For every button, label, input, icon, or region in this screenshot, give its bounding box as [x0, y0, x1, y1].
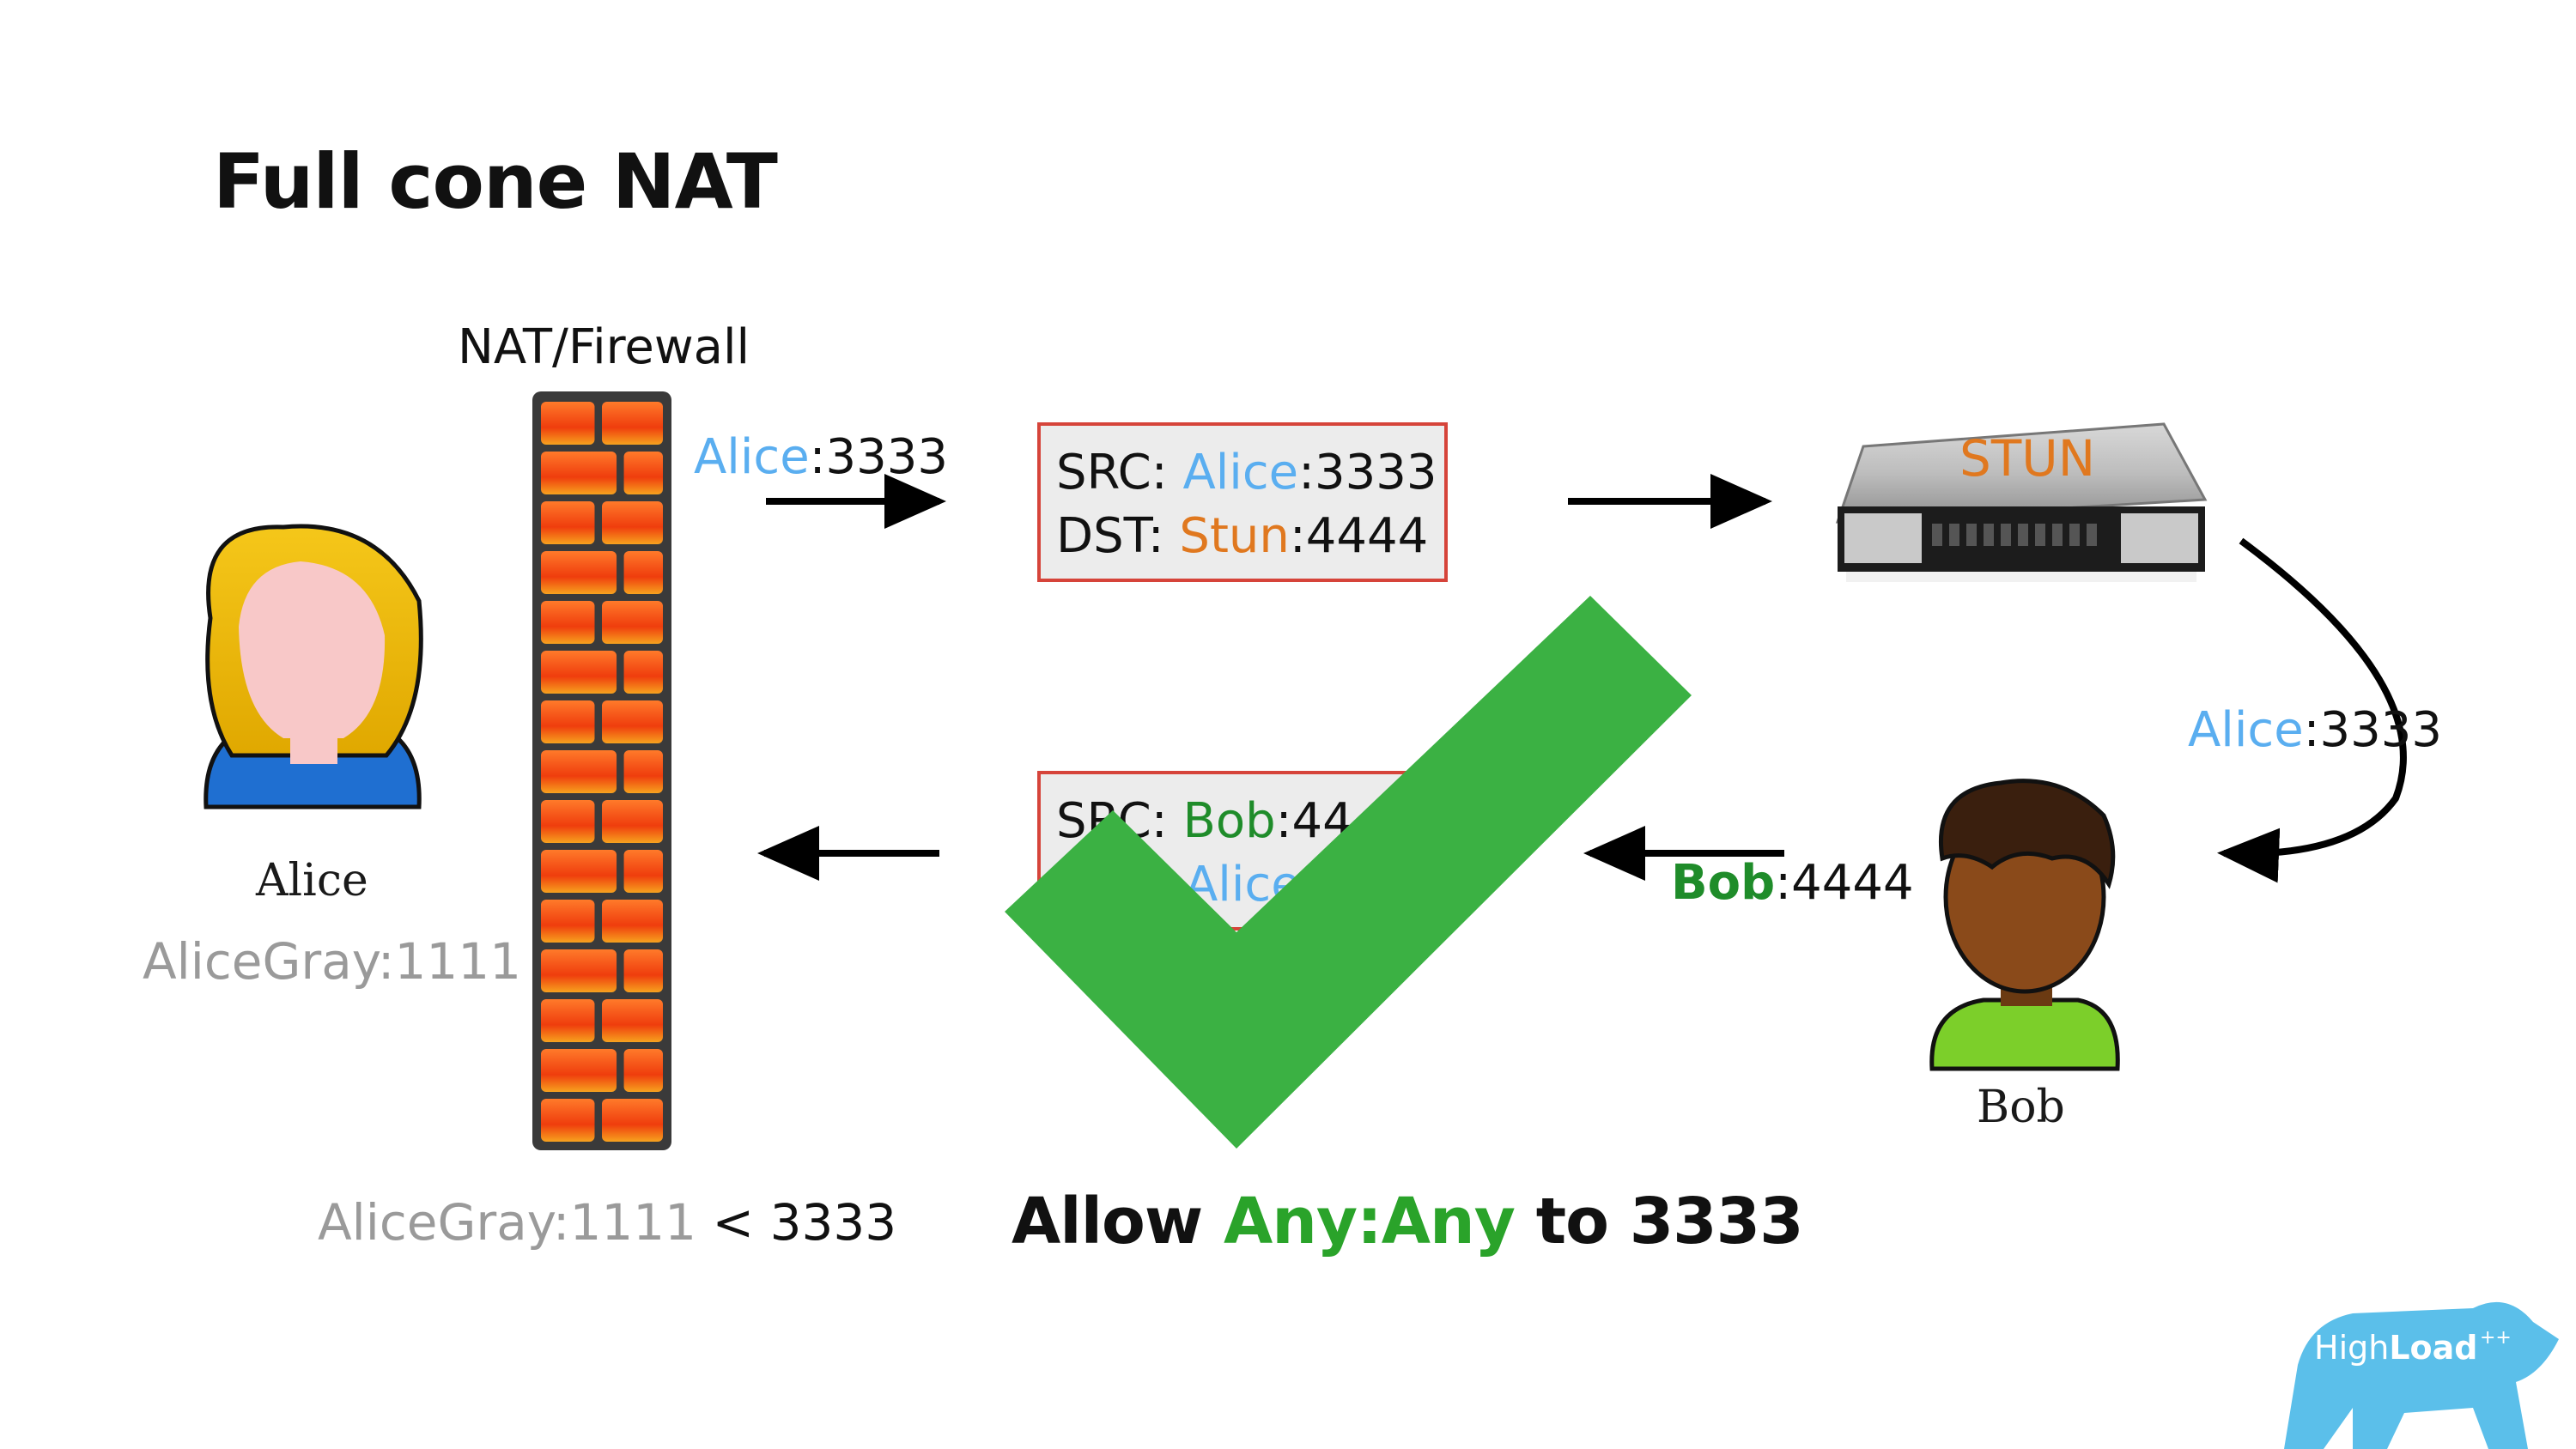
- alice-name: Alice: [256, 855, 368, 906]
- highload-logo-text: HighLoad: [2314, 1329, 2478, 1367]
- alice-public-address: Alice:3333: [694, 429, 949, 485]
- firewall-brick: [602, 1099, 663, 1142]
- nat-mapping: AliceGray:1111 < 3333: [318, 1193, 897, 1252]
- firewall-brick: [541, 999, 595, 1042]
- firewall-brick: [602, 800, 663, 843]
- arrow-stun-to-bob: [2217, 537, 2407, 883]
- bob-avatar-icon: [1929, 779, 2120, 1071]
- firewall-icon: [532, 391, 671, 1150]
- outgoing-packet: SRC: Alice:3333 DST: Stun:4444: [1037, 422, 1448, 582]
- firewall-brick: [541, 750, 617, 793]
- firewall-brick: [623, 750, 663, 793]
- firewall-brick: [541, 1099, 595, 1142]
- firewall-brick: [541, 1049, 617, 1092]
- bob-name: Bob: [1977, 1082, 2065, 1133]
- firewall-brick: [541, 700, 595, 743]
- packet-out-src: SRC: Alice:3333: [1056, 445, 1437, 500]
- firewall-brick: [602, 501, 663, 544]
- firewall-brick: [541, 800, 595, 843]
- firewall-rule: Allow Any:Any to 3333: [1012, 1185, 1804, 1258]
- firewall-brick: [602, 402, 663, 445]
- firewall-brick: [623, 551, 663, 594]
- highload-logo-icon: [2284, 1301, 2559, 1449]
- packet-out-dst: DST: Stun:4444: [1056, 508, 1429, 564]
- firewall-brick: [541, 651, 617, 694]
- alice-private-address: AliceGray:1111: [143, 932, 522, 991]
- firewall-brick: [541, 402, 595, 445]
- firewall-brick: [541, 601, 595, 644]
- firewall-brick: [541, 551, 617, 594]
- alice-address-from-stun: Alice:3333: [2188, 702, 2443, 758]
- firewall-brick: [602, 999, 663, 1042]
- firewall-label: NAT/Firewall: [458, 319, 750, 375]
- bob-address: Bob:4444: [1671, 855, 1914, 911]
- firewall-brick: [602, 601, 663, 644]
- firewall-brick: [602, 700, 663, 743]
- stun-server-icon: [1835, 422, 2208, 582]
- firewall-brick: [602, 900, 663, 943]
- firewall-brick: [623, 949, 663, 992]
- firewall-brick: [623, 452, 663, 494]
- firewall-brick: [541, 452, 617, 494]
- highload-logo-superscript: ++: [2480, 1327, 2512, 1349]
- firewall-brick: [623, 1049, 663, 1092]
- firewall-brick: [541, 949, 617, 992]
- page-title: Full cone NAT: [213, 137, 778, 226]
- firewall-brick: [541, 850, 617, 893]
- stun-label: STUN: [1959, 429, 2096, 488]
- firewall-brick: [541, 501, 595, 544]
- alice-avatar-icon: [204, 524, 423, 809]
- firewall-brick: [623, 651, 663, 694]
- firewall-brick: [623, 850, 663, 893]
- firewall-brick: [541, 900, 595, 943]
